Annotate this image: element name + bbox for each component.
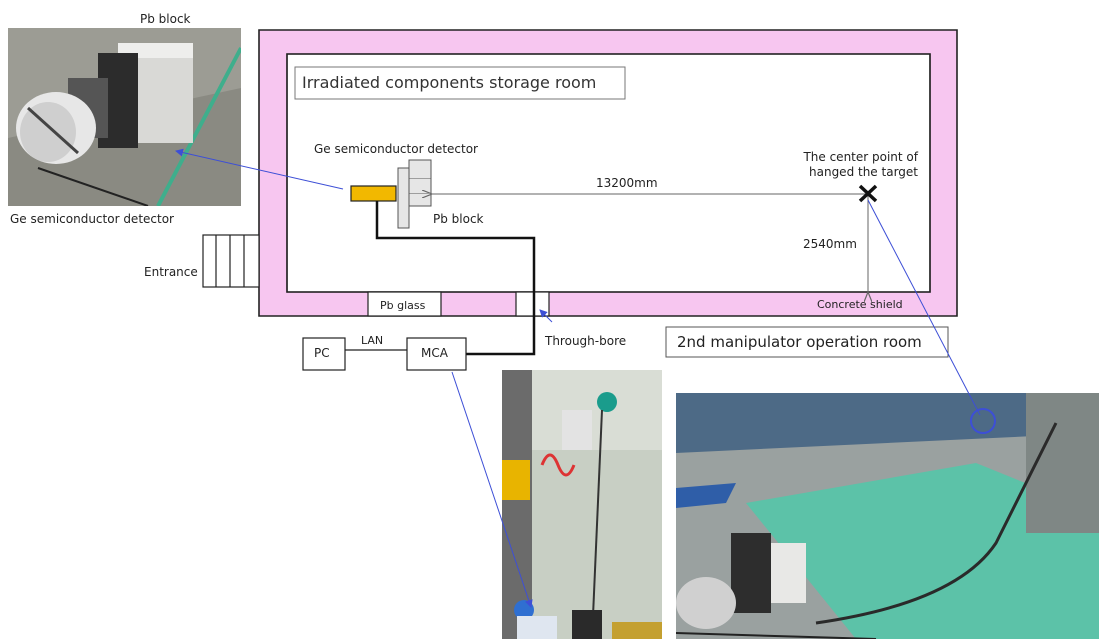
detector-photo [8, 28, 241, 206]
pointer-throughbore [539, 309, 553, 323]
through-bore-label: Through-bore [545, 334, 627, 348]
storage-room-photo [676, 393, 1099, 639]
room-title-box [294, 66, 626, 100]
entrance-label: Entrance [144, 265, 198, 279]
ge-detector [350, 185, 397, 202]
pb-block-front [408, 159, 432, 207]
pc-label: PC [314, 346, 330, 360]
mca-box [406, 337, 467, 371]
operation-room-label: 2nd manipulator operation room [677, 333, 922, 351]
pointer-mca-to-photo [451, 371, 533, 608]
ge-detector-photo-label: Ge semiconductor detector [10, 212, 174, 226]
room-title: Irradiated components storage room [302, 73, 597, 92]
distance-horizontal-label: 13200mm [596, 176, 658, 190]
through-bore-slot [515, 291, 550, 317]
distance-vertical-label: 2540mm [803, 237, 857, 251]
ge-detector-label: Ge semiconductor detector [314, 142, 478, 156]
pointer-detector-to-photo [175, 148, 344, 190]
pb-glass-label: Pb glass [380, 299, 426, 312]
entrance-frame [202, 234, 260, 288]
pb-block-label: Pb block [433, 212, 484, 226]
pointer-target-to-photo [867, 199, 981, 416]
pb-glass-window [367, 291, 442, 317]
pb-block-back [397, 167, 410, 229]
target-center-label: The center point of hanged the target [803, 150, 918, 179]
target-highlight-circle [970, 408, 996, 434]
concrete-shield-label: Concrete shield [817, 298, 903, 311]
operation-room-box [665, 326, 949, 358]
pb-block-photo-label: Pb block [140, 12, 191, 26]
target-center-marker [858, 184, 878, 203]
mca-label: MCA [421, 346, 448, 360]
lan-label: LAN [361, 334, 384, 347]
pc-box [302, 337, 346, 371]
signal-cable [375, 201, 536, 356]
